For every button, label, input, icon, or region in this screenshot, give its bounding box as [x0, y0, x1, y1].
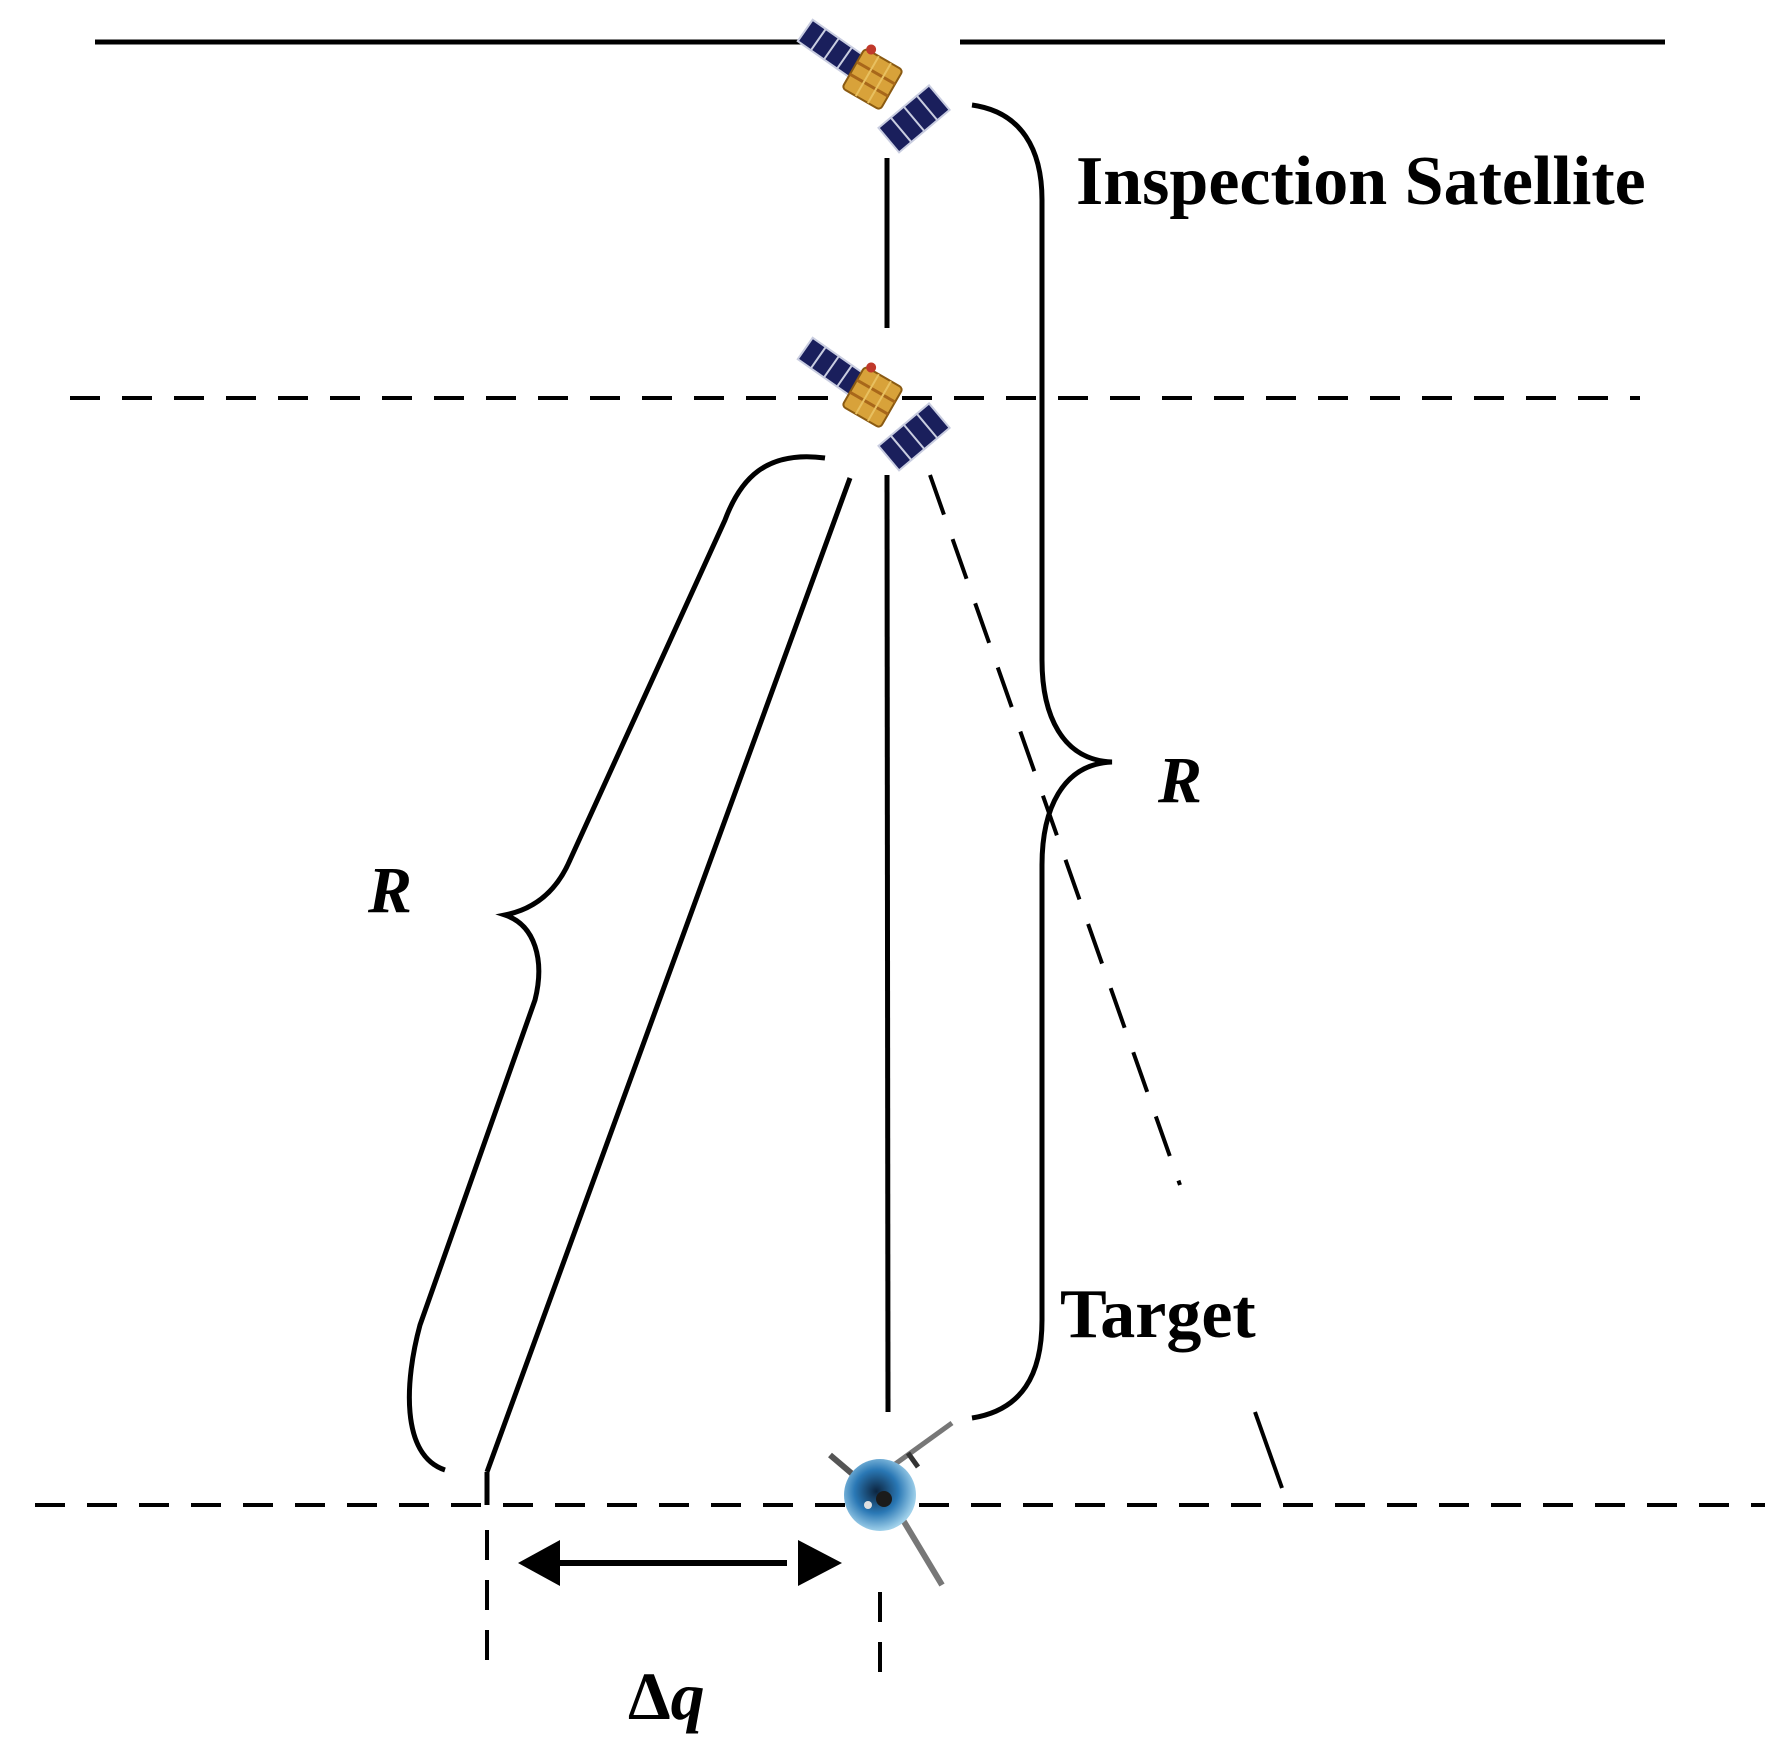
- left-brace: [406, 454, 826, 1473]
- right-brace: [971, 102, 1113, 1421]
- satellite-icon: [796, 18, 952, 154]
- dashed-slant-line: [928, 474, 1182, 1186]
- vertical-line-lower: [884, 474, 891, 1413]
- inspection-satellite-label: Inspection Satellite: [1076, 143, 1646, 220]
- delta-symbol: Δ: [628, 1658, 671, 1734]
- r-label-right: R: [1158, 744, 1203, 817]
- delta-variable: q: [670, 1658, 705, 1734]
- r-label-left: R: [368, 854, 413, 927]
- delta-q-label: Δq: [628, 1662, 705, 1730]
- satellite-icon: [796, 336, 952, 472]
- delta-arrow-left-head: [518, 1540, 560, 1586]
- dashed-slant-segment: [1253, 1411, 1284, 1489]
- slant-line: [484, 477, 853, 1473]
- target-label: Target: [1060, 1276, 1256, 1353]
- target-spacecraft-icon: [828, 1420, 954, 1587]
- delta-arrow-right-head: [798, 1540, 842, 1586]
